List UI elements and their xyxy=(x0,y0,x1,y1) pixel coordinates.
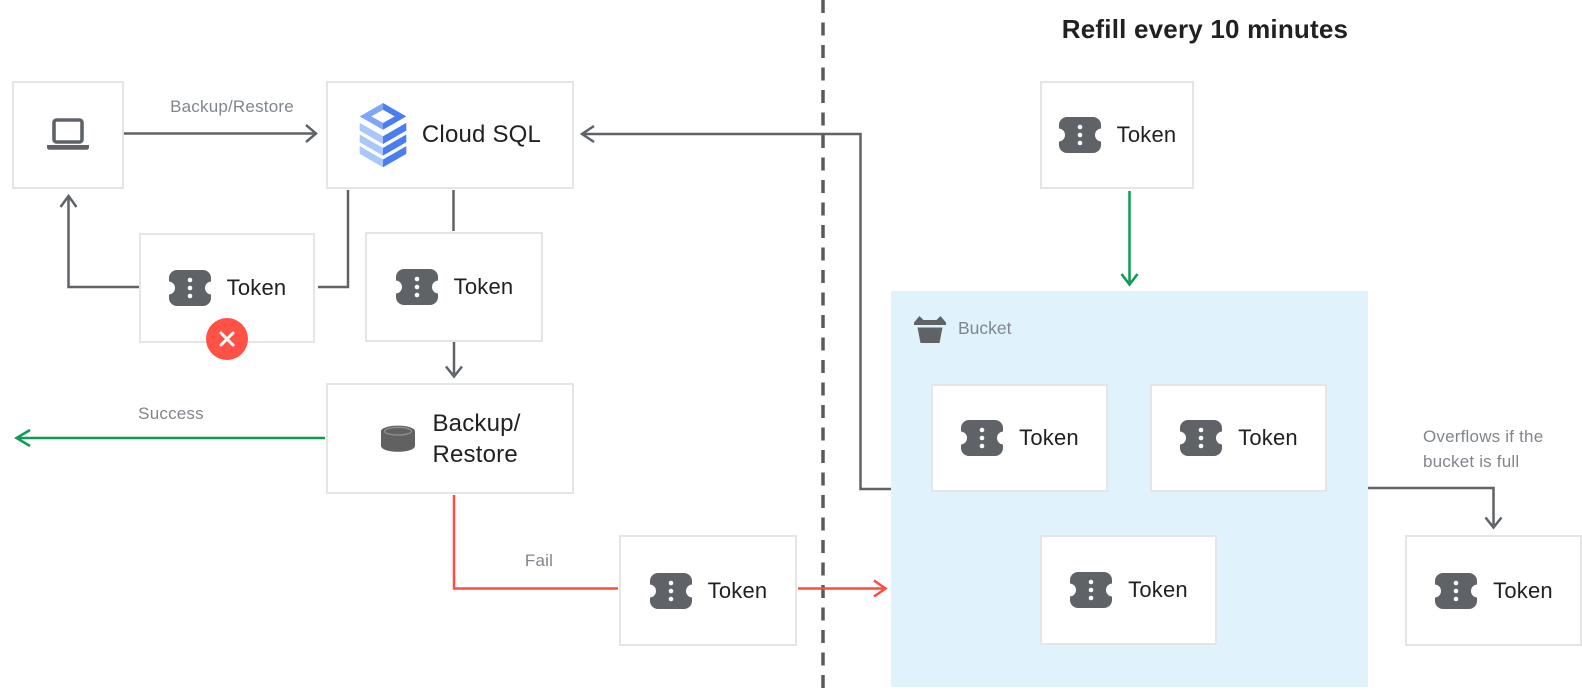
token-label: Token xyxy=(226,275,287,300)
error-badge xyxy=(206,318,248,360)
refill-title: Refill every 10 minutes xyxy=(1061,14,1349,44)
refill-arrowhead xyxy=(1120,273,1139,287)
token-icon xyxy=(394,269,439,305)
token-label: Token xyxy=(1238,425,1298,450)
success-arrowhead xyxy=(14,428,31,448)
client-to-cloudsql-arrowhead xyxy=(305,124,318,143)
backup-restore-label: Backup/ Restore xyxy=(432,409,521,468)
pending-token-node: Token xyxy=(365,232,543,342)
token-icon xyxy=(1179,420,1224,456)
fail-token-node: Token xyxy=(619,535,797,646)
bucket-token-3: Token xyxy=(1040,535,1217,645)
cloudsql-to-rejected-token-edge xyxy=(318,190,350,289)
client-node xyxy=(12,81,124,189)
overflow-edge xyxy=(1368,486,1495,525)
token-label: Token xyxy=(1019,425,1079,450)
fail-token-to-bucket-arrowhead xyxy=(873,579,888,598)
token-icon xyxy=(1434,572,1479,609)
database-icon xyxy=(381,425,416,452)
fail-edge xyxy=(452,495,618,590)
refill-token-node: Token xyxy=(1040,81,1194,189)
bucket-token-2: Token xyxy=(1150,384,1327,492)
bucket-to-cloudsql-edge xyxy=(584,132,891,491)
cloud-sql-icon xyxy=(359,103,407,167)
token-label: Token xyxy=(1493,577,1553,603)
token-label: Token xyxy=(1116,122,1177,147)
token-icon xyxy=(167,270,212,306)
backup-restore-node: Backup/ Restore xyxy=(326,383,574,494)
bucket-token-1: Token xyxy=(931,384,1108,492)
laptop-icon xyxy=(47,118,89,150)
cloud-sql-label: Cloud SQL xyxy=(421,121,542,148)
bucket-label: Bucket xyxy=(958,317,1012,338)
overflow-arrowhead xyxy=(1484,516,1503,530)
success-edge-label: Success xyxy=(138,404,204,423)
fail-edge-label: Fail xyxy=(524,551,554,570)
close-icon xyxy=(219,331,235,347)
token-icon xyxy=(960,420,1005,456)
rejected-token-to-client-arrowhead xyxy=(59,193,78,208)
bucket-icon xyxy=(914,316,946,343)
rejected-token-to-client-edge xyxy=(67,198,140,289)
bucket-to-cloudsql-arrowhead xyxy=(579,124,595,144)
backup-restore-edge-label: Backup/Restore xyxy=(170,97,294,116)
token-icon xyxy=(1069,572,1114,608)
overflow-note: Overflows if the bucket is full xyxy=(1423,427,1544,471)
token-label: Token xyxy=(453,274,514,299)
overflow-token-node: Token xyxy=(1405,535,1582,646)
cloud-sql-node: Cloud SQL xyxy=(326,81,574,189)
token-label: Token xyxy=(1128,577,1188,602)
bucket-header: Bucket xyxy=(913,313,1012,343)
token-label: Token xyxy=(707,577,768,603)
token-to-backup-arrowhead xyxy=(445,365,463,379)
token-icon xyxy=(648,572,693,609)
token-icon xyxy=(1057,117,1102,153)
